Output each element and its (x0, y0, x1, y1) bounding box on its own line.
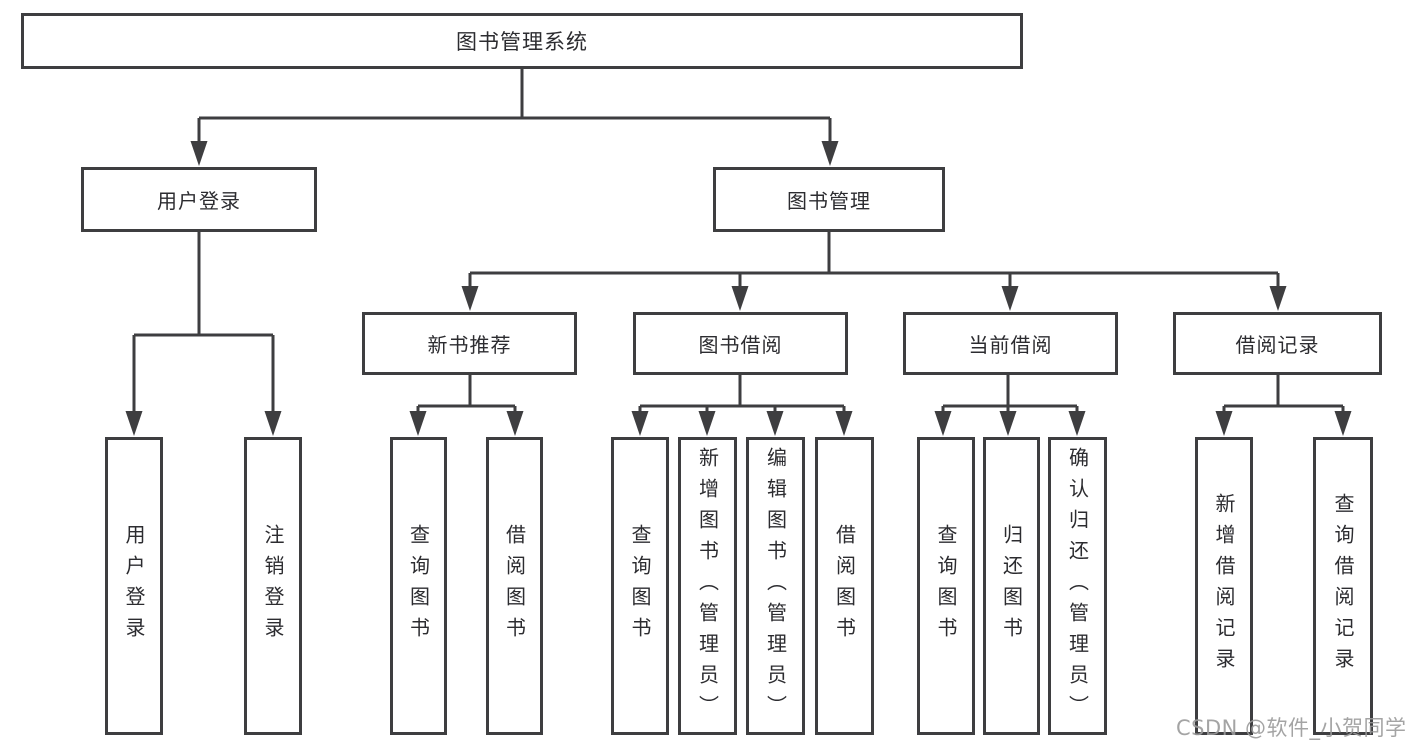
arrowhead (821, 141, 839, 166)
leaf-query-books-borrow: 查询图书 (611, 437, 669, 735)
node-borrow-records-label: 借阅记录 (1235, 333, 1320, 357)
node-root-label: 图书管理系统 (456, 30, 588, 54)
arrowhead (1001, 286, 1019, 311)
leaf-logout-label: 注销登录 (261, 524, 285, 648)
arrowhead (835, 411, 853, 436)
leaf-return-book: 归还图书 (983, 437, 1040, 735)
leaf-query-books-current: 查询图书 (917, 437, 975, 735)
leaf-add-borrow-record: 新增借阅记录 (1195, 437, 1253, 735)
leaf-edit-book-admin: 编辑图书（管理员） (746, 437, 805, 735)
leaf-query-books-current-label: 查询图书 (934, 524, 958, 648)
arrowhead (731, 286, 749, 311)
node-user-login-label: 用户登录 (157, 189, 241, 213)
leaf-user-login-label: 用户登录 (122, 524, 146, 648)
leaf-return-book-label: 归还图书 (999, 524, 1024, 648)
arrowhead (1215, 411, 1233, 436)
leaf-query-books-recommend-label: 查询图书 (406, 524, 431, 648)
leaf-borrow-books-recommend-label: 借阅图书 (502, 524, 527, 648)
arrowhead (766, 411, 784, 436)
connector-borrow-records (1222, 375, 1345, 414)
leaf-user-login: 用户登录 (105, 437, 163, 735)
node-book-borrow-label: 图书借阅 (698, 333, 783, 357)
connector-root (197, 69, 832, 144)
arrowhead (999, 411, 1017, 436)
node-book-management: 图书管理 (713, 167, 945, 232)
leaf-confirm-return-admin-label: 确认归还（管理员） (1065, 446, 1090, 726)
leaf-confirm-return-admin: 确认归还（管理员） (1048, 437, 1107, 735)
node-book-management-label: 图书管理 (787, 189, 871, 213)
arrowhead (506, 411, 524, 436)
leaf-edit-book-admin-label: 编辑图书（管理员） (763, 446, 788, 726)
arrowhead (1334, 411, 1352, 436)
arrowhead (1269, 286, 1287, 311)
leaf-add-book-admin: 新增图书（管理员） (678, 437, 737, 735)
connector-book-management (468, 232, 1280, 289)
node-new-book-recommend-label: 新书推荐 (427, 333, 512, 357)
connector-user-login (132, 232, 275, 414)
leaf-borrow-books-label: 借阅图书 (832, 524, 857, 648)
node-root: 图书管理系统 (21, 13, 1023, 69)
arrowhead (631, 411, 649, 436)
arrowhead (461, 286, 479, 311)
arrowhead (1068, 411, 1086, 436)
connector-current-borrow (941, 373, 1079, 414)
leaf-borrow-books-recommend: 借阅图书 (486, 437, 543, 735)
node-book-borrow: 图书借阅 (633, 312, 848, 375)
arrowheads (125, 141, 1352, 436)
connector-new-book-recommend (416, 375, 517, 414)
node-current-borrow-label: 当前借阅 (968, 333, 1053, 357)
leaf-add-book-admin-label: 新增图书（管理员） (695, 446, 720, 726)
node-new-book-recommend: 新书推荐 (362, 312, 577, 375)
leaf-query-borrow-record-label: 查询借阅记录 (1331, 493, 1355, 679)
leaf-add-borrow-record-label: 新增借阅记录 (1212, 493, 1236, 679)
leaf-logout: 注销登录 (244, 437, 302, 735)
arrowhead (409, 411, 427, 436)
arrowhead (125, 411, 143, 436)
leaf-query-borrow-record: 查询借阅记录 (1313, 437, 1373, 735)
arrowhead (934, 411, 952, 436)
connector-book-borrow (638, 375, 846, 414)
arrowhead (698, 411, 716, 436)
node-borrow-records: 借阅记录 (1173, 312, 1382, 375)
arrowhead (190, 141, 208, 166)
watermark: CSDN @软件_小贺同学 (1176, 716, 1405, 740)
node-current-borrow: 当前借阅 (903, 312, 1118, 375)
leaf-query-books-borrow-label: 查询图书 (628, 524, 652, 648)
leaf-borrow-books: 借阅图书 (815, 437, 874, 735)
node-user-login: 用户登录 (81, 167, 317, 232)
arrowhead (264, 411, 282, 436)
leaf-query-books-recommend: 查询图书 (390, 437, 447, 735)
